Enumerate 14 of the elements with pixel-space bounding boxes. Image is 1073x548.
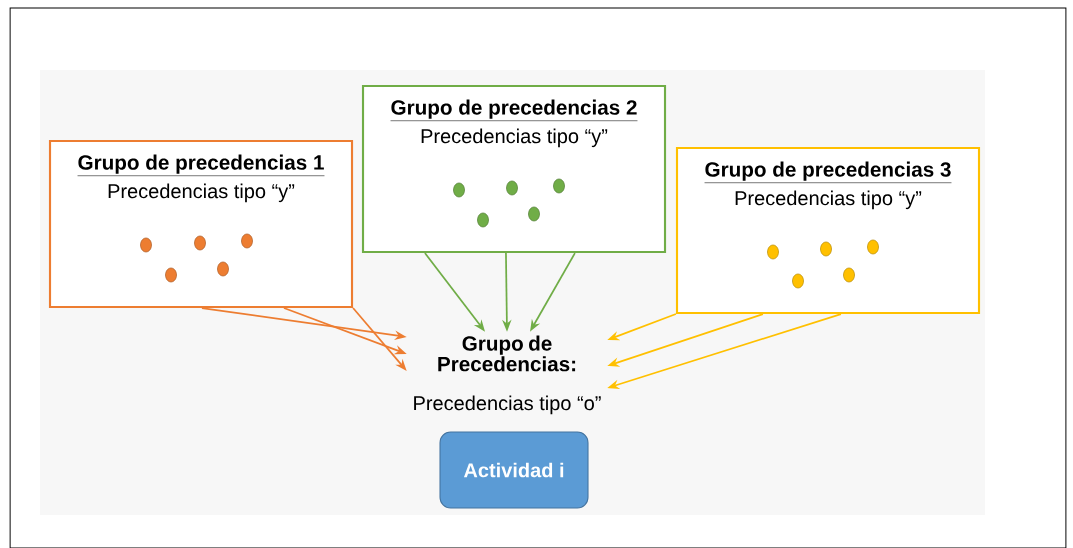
group-heading: Grupo de precedencias 2 [390, 99, 638, 121]
group-subtitle: Precedencias tipo “y” [421, 128, 608, 148]
activity-box: Actividad i [439, 431, 589, 509]
group-box [48, 139, 354, 309]
group-heading: Grupo de precedencias 1 [77, 154, 325, 176]
group-heading: Grupo de precedencias 3 [704, 161, 952, 183]
group-subtitle: Precedencias tipo “y” [108, 183, 295, 203]
group-heading: Grupo de Precedencias: [438, 335, 576, 372]
group-subtitle: Precedencias tipo “y” [735, 190, 922, 210]
group-box [361, 84, 667, 254]
group-box [675, 146, 981, 315]
group-subtitle: Precedencias tipo “o” [414, 395, 601, 415]
arrow [352, 307, 407, 371]
node-text: Grupo de Precedencias: Precedencias tipo “o” [414, 335, 601, 415]
